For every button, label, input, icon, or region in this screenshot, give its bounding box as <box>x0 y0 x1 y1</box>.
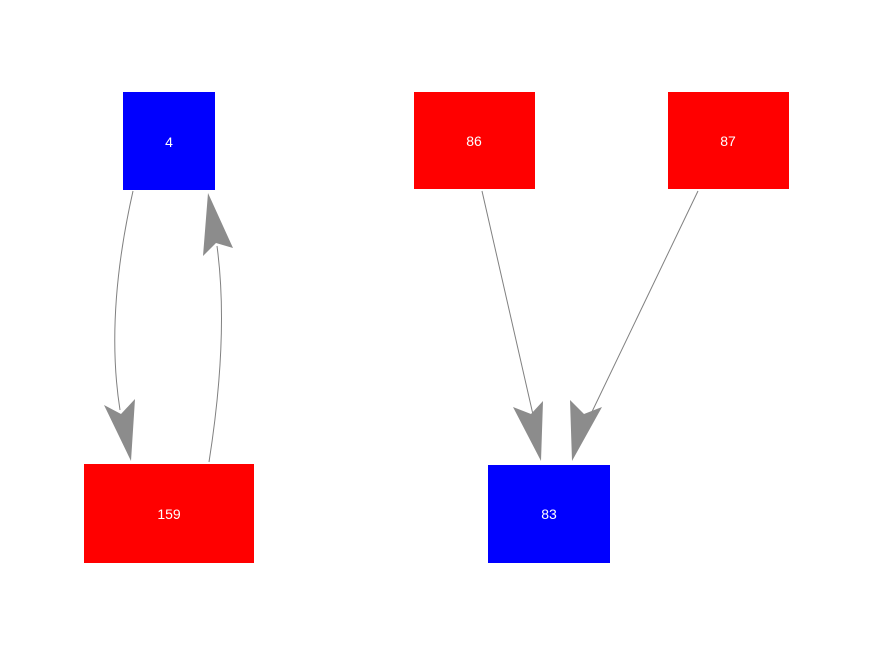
node-87-box <box>668 92 789 189</box>
node-86: 86 <box>414 92 535 189</box>
node-83-label: 83 <box>541 506 557 522</box>
edge-87-to-83 <box>570 190 699 461</box>
node-86-box <box>414 92 535 189</box>
node-4-box <box>123 92 215 190</box>
node-87-label: 87 <box>720 133 736 149</box>
node-87: 87 <box>668 92 789 189</box>
node-4: 4 <box>123 92 215 190</box>
node-83: 83 <box>488 465 610 563</box>
edge-4-to-159 <box>104 190 135 461</box>
node-159: 159 <box>84 464 254 563</box>
node-159-box <box>84 464 254 563</box>
arrowhead-4-to-159 <box>104 399 135 461</box>
edge-4-to-159-line <box>114 190 134 411</box>
node-159-label: 159 <box>157 506 181 522</box>
node-83-box <box>488 465 610 563</box>
arrowhead-159-to-4 <box>203 193 233 256</box>
node-4-label: 4 <box>165 134 173 150</box>
arrowhead-87-to-83 <box>570 400 602 461</box>
edge-86-to-83-line <box>481 190 535 420</box>
node-86-label: 86 <box>466 133 482 149</box>
arrowhead-86-to-83 <box>513 401 543 461</box>
edge-87-to-83-line <box>588 190 699 419</box>
edge-159-to-4-line <box>208 245 222 463</box>
edge-159-to-4 <box>203 193 233 463</box>
edge-86-to-83 <box>481 190 543 461</box>
